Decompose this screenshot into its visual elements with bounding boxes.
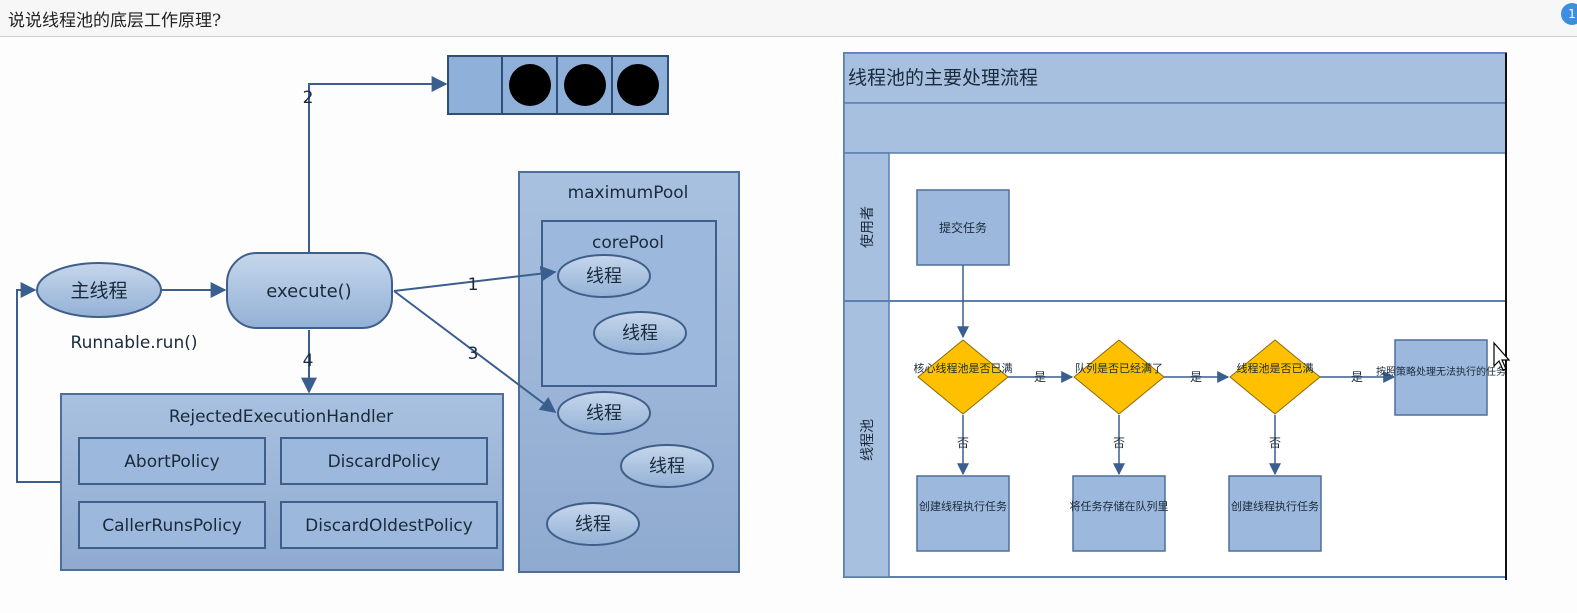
svg-text:线程: 线程 — [586, 266, 622, 287]
core-pool — [541, 220, 717, 387]
svg-text:创建线程执行任务: 创建线程执行任务 — [919, 499, 1007, 513]
svg-text:创建线程执行任务: 创建线程执行任务 — [1231, 499, 1319, 513]
policy-discard: DiscardPolicy — [280, 437, 488, 485]
flow-connectors — [957, 265, 1396, 476]
left-diagram: maximumPool corePool 线程 线程 线程 线程 线程 — [16, 55, 740, 573]
flow-arrows — [16, 76, 557, 483]
execute-node: execute() — [226, 252, 393, 329]
svg-text:execute(): execute() — [266, 281, 351, 302]
svg-text:核心线程池是否已满: 核心线程池是否已满 — [914, 361, 1013, 375]
svg-text:DiscardPolicy: DiscardPolicy — [328, 452, 441, 472]
runnable-label: Runnable.run() — [71, 333, 198, 353]
page-badge[interactable]: 1 — [1561, 3, 1577, 25]
svg-text:线程: 线程 — [586, 403, 622, 424]
svg-text:将任务存储在队列里: 将任务存储在队列里 — [1070, 499, 1169, 513]
arrow-label-4: 4 — [303, 351, 314, 371]
core-pool-label: corePool — [592, 233, 664, 253]
svg-text:DiscardOldestPolicy: DiscardOldestPolicy — [305, 516, 473, 536]
action-reject-task: 按照策略处理无法执行的任务 — [1376, 339, 1506, 416]
svg-text:按照策略处理无法执行的任务: 按照策略处理无法执行的任务 — [1376, 365, 1506, 378]
yes-label: 是 — [1190, 370, 1202, 384]
svg-text:线程池是否已满: 线程池是否已满 — [1237, 361, 1314, 375]
arrow-label-1: 1 — [468, 275, 479, 295]
thread-node: 线程 — [546, 502, 640, 546]
flow-title: 线程池的主要处理流程 — [848, 67, 1038, 89]
decision-core-full: 核心线程池是否已满 — [914, 339, 1013, 415]
maximum-pool-label: maximumPool — [568, 183, 689, 203]
maximum-pool: maximumPool corePool 线程 线程 线程 线程 线程 — [518, 171, 740, 573]
no-label: 否 — [1113, 436, 1125, 450]
action-create-extra-thread: 创建线程执行任务 — [1228, 475, 1322, 552]
yes-label: 是 — [1034, 370, 1046, 384]
yes-label: 是 — [1351, 370, 1363, 384]
svg-text:主线程: 主线程 — [70, 280, 127, 302]
svg-text:队列是否已经满了: 队列是否已经满了 — [1075, 361, 1163, 375]
arrow-label-3: 3 — [468, 344, 479, 364]
svg-text:线程: 线程 — [622, 323, 658, 344]
arrow-label-2: 2 — [303, 88, 314, 108]
thread-node: 线程 — [593, 311, 687, 355]
action-enqueue-task: 将任务存储在队列里 — [1070, 475, 1169, 552]
decision-queue-full: 队列是否已经满了 — [1073, 339, 1165, 415]
thread-node: 线程 — [620, 444, 714, 488]
rejected-execution-handler: RejectedExecutionHandler AbortPolicy Dis… — [60, 393, 504, 571]
decision-pool-full: 线程池是否已满 — [1229, 339, 1321, 415]
svg-text:线程: 线程 — [649, 456, 685, 477]
submit-task-box: 提交任务 — [916, 189, 1010, 266]
policy-discard-oldest: DiscardOldestPolicy — [280, 501, 498, 549]
svg-text:线程: 线程 — [575, 514, 611, 535]
policy-abort: AbortPolicy — [78, 437, 266, 485]
flow-title-bar — [843, 52, 1507, 104]
right-diagram: 线程池的主要处理流程 使用者 线程池 提交任务 核心线程池是否已满 — [843, 52, 1511, 580]
queued-task-ball — [564, 64, 606, 106]
page-title: 说说线程池的底层工作原理? — [8, 11, 222, 31]
policy-caller-runs: CallerRunsPolicy — [78, 501, 266, 549]
main-thread-node: 主线程 — [36, 262, 162, 318]
action-create-core-thread: 创建线程执行任务 — [916, 475, 1010, 552]
queued-task-ball — [509, 64, 551, 106]
task-queue — [447, 55, 669, 115]
svg-text:AbortPolicy: AbortPolicy — [124, 452, 219, 472]
thread-node: 线程 — [557, 391, 651, 435]
lane-pool: 线程池 — [860, 419, 876, 461]
svg-text:提交任务: 提交任务 — [939, 220, 987, 235]
mouse-cursor-icon — [1493, 341, 1511, 371]
title-bar: 说说线程池的底层工作原理? 1 — [0, 0, 1577, 37]
handler-label: RejectedExecutionHandler — [169, 407, 393, 427]
svg-text:CallerRunsPolicy: CallerRunsPolicy — [102, 516, 242, 536]
queued-task-ball — [617, 64, 659, 106]
no-label: 否 — [1269, 436, 1281, 450]
no-label: 否 — [957, 436, 969, 450]
lane-user: 使用者 — [859, 206, 876, 248]
thread-node: 线程 — [557, 254, 651, 298]
